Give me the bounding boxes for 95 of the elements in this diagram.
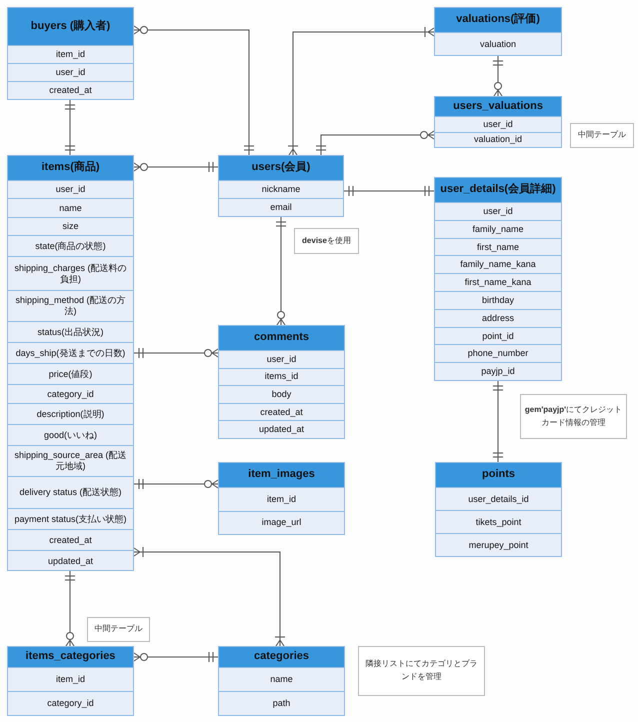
note-box bbox=[570, 123, 634, 148]
entity-table bbox=[434, 96, 562, 148]
column-name: updated_at bbox=[258, 423, 306, 436]
column-name: name bbox=[219, 668, 344, 692]
note-text: gem'payjp'にてクレジットカード情報の管理 bbox=[524, 404, 623, 428]
table-name: categories bbox=[219, 647, 344, 668]
column-name: state(商品の状態) bbox=[8, 236, 133, 257]
entity-table bbox=[435, 462, 562, 557]
column-name: address bbox=[435, 310, 561, 328]
relationship-line bbox=[492, 380, 504, 462]
relationship-line bbox=[288, 26, 434, 156]
column-name: created_at bbox=[48, 84, 93, 98]
column-name: shipping_source_area (配送元地域) bbox=[8, 446, 133, 477]
table-name: users_valuations bbox=[435, 97, 561, 117]
column-name: phone_number bbox=[435, 345, 561, 364]
column-name: days_ship(発送までの日数) bbox=[8, 343, 133, 364]
column-name: status(出品状況) bbox=[8, 322, 133, 343]
column-name: tikets_point bbox=[436, 511, 561, 534]
column-name: item_id bbox=[219, 488, 344, 512]
column-name: price(値段) bbox=[8, 364, 133, 385]
column-name: payjp_id bbox=[480, 365, 516, 378]
column-name: good(いいね) bbox=[8, 425, 133, 446]
table-name: buyers (購入者) bbox=[8, 8, 133, 46]
relationship-line bbox=[64, 100, 76, 156]
entity-table bbox=[7, 646, 134, 716]
table-name: user_details(会員詳細) bbox=[435, 178, 561, 203]
column-name: payment status(支払い状態) bbox=[8, 509, 133, 530]
column-name: family_name bbox=[435, 220, 561, 239]
column-name: user_id bbox=[219, 351, 344, 369]
entity-table bbox=[434, 177, 562, 381]
column-name: nickname bbox=[219, 181, 343, 199]
column-name: updated_at bbox=[46, 555, 94, 568]
column-name: valuation bbox=[478, 38, 518, 51]
column-name: items_id bbox=[219, 368, 344, 386]
column-name: user_id bbox=[8, 181, 133, 199]
entity-table bbox=[218, 325, 345, 439]
relationship-line bbox=[276, 216, 286, 326]
column-name: category_id bbox=[8, 385, 133, 404]
column-name: size bbox=[8, 218, 133, 236]
relationship-line bbox=[64, 570, 76, 646]
relationship-line bbox=[316, 130, 434, 156]
column-name: category_id bbox=[46, 697, 95, 710]
column-name: family_name_kana bbox=[435, 256, 561, 274]
column-name: created_at bbox=[219, 404, 344, 422]
relationship-line bbox=[134, 652, 218, 662]
note-box bbox=[87, 617, 150, 642]
column-name: delivery status (配送状態) bbox=[8, 477, 133, 509]
note-text: deviseを使用 bbox=[302, 234, 351, 247]
note-box bbox=[358, 646, 485, 696]
column-name: body bbox=[219, 386, 344, 404]
column-name: description(説明) bbox=[8, 404, 133, 425]
relationship-line bbox=[134, 546, 286, 646]
table-name: users(会員) bbox=[219, 156, 343, 181]
entity-table bbox=[218, 155, 344, 217]
relationship-line bbox=[134, 26, 254, 156]
relationship-line bbox=[134, 478, 218, 490]
column-name: first_name_kana bbox=[435, 274, 561, 292]
table-name: points bbox=[436, 463, 561, 488]
column-name: name bbox=[8, 199, 133, 218]
note-text: 隣接リストにてカテゴリとブランドを管理 bbox=[364, 658, 478, 683]
table-name: item_images bbox=[219, 463, 344, 488]
column-name: shipping_charges (配送料の負担) bbox=[8, 257, 133, 291]
table-name: comments bbox=[219, 326, 344, 351]
note-box bbox=[520, 394, 627, 439]
relationship-line bbox=[344, 186, 434, 196]
entity-table bbox=[434, 7, 562, 56]
relationship-line bbox=[134, 348, 218, 358]
note-text: 中間テーブル bbox=[578, 129, 626, 142]
column-name: user_details_id bbox=[436, 488, 561, 511]
column-name: user_id bbox=[435, 117, 561, 132]
table-name: items(商品) bbox=[8, 156, 133, 181]
column-name: user_id bbox=[435, 203, 561, 221]
column-name: item_id bbox=[8, 46, 133, 64]
column-name: image_url bbox=[260, 516, 302, 530]
column-name: first_name bbox=[435, 238, 561, 256]
table-name: items_categories bbox=[8, 647, 133, 668]
note-text: 中間テーブル bbox=[94, 623, 142, 636]
column-name: birthday bbox=[435, 292, 561, 310]
entity-table bbox=[218, 462, 345, 535]
entity-table bbox=[218, 646, 345, 716]
column-name: path bbox=[272, 697, 292, 710]
column-name: merupey_point bbox=[468, 538, 530, 552]
column-name: shipping_method (配送の方法) bbox=[8, 291, 133, 322]
entity-table bbox=[7, 155, 134, 571]
table-name: valuations(評価) bbox=[435, 8, 561, 33]
column-name: item_id bbox=[8, 668, 133, 692]
column-name: email bbox=[269, 201, 293, 214]
entity-table bbox=[7, 7, 134, 100]
relationship-line bbox=[134, 162, 218, 172]
note-box bbox=[294, 228, 359, 254]
column-name: user_id bbox=[8, 64, 133, 82]
column-name: point_id bbox=[435, 328, 561, 346]
column-name: created_at bbox=[8, 530, 133, 551]
column-name: valuation_id bbox=[472, 133, 524, 146]
relationship-line bbox=[492, 56, 504, 96]
